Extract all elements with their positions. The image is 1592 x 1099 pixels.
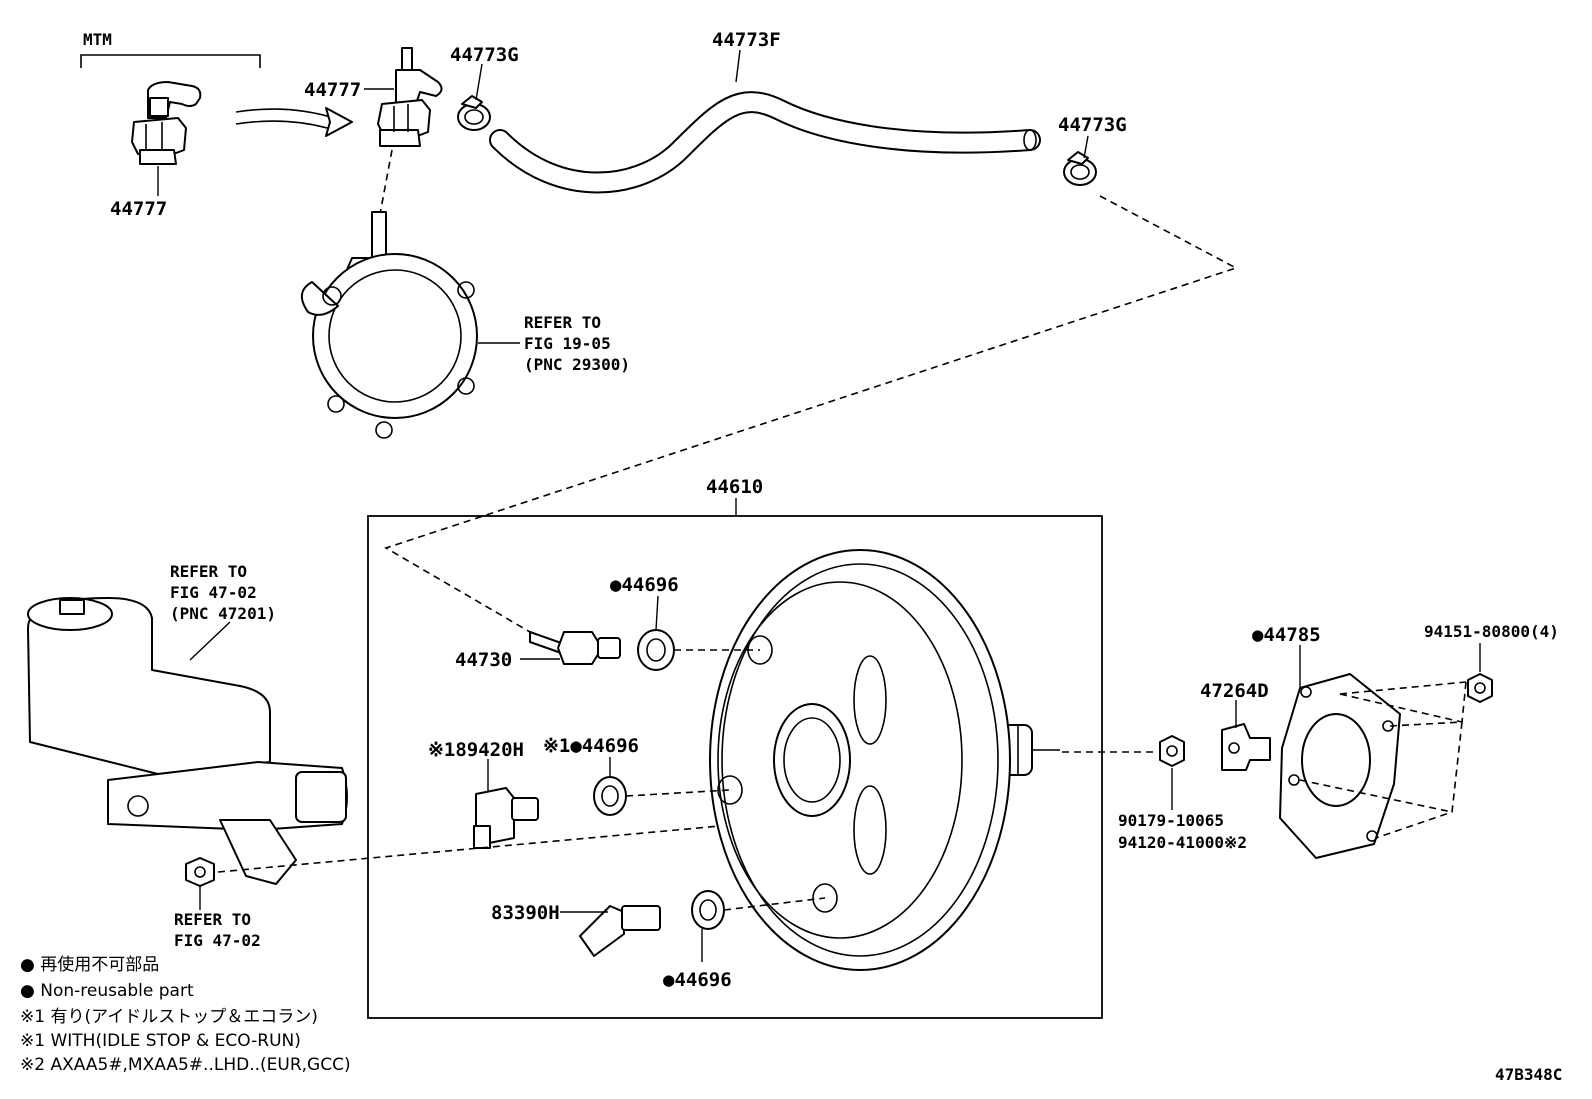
union-44730[interactable]: [529, 631, 621, 665]
hose-clamp-44773g-left[interactable]: [457, 95, 491, 131]
check-valve-44777-top[interactable]: [377, 47, 443, 147]
legend-line1: ● 再使用不可部品: [20, 954, 159, 975]
nut-94151-80800[interactable]: [1467, 673, 1493, 703]
vacuum-pump[interactable]: [301, 211, 520, 439]
label-44696-middle: ※1●44696: [543, 735, 639, 757]
label-44773f: 44773F: [712, 29, 781, 51]
refer1-line2[interactable]: FIG 19-05: [524, 334, 611, 353]
grommet-44696-lower[interactable]: [691, 890, 725, 930]
grommet-44696-middle[interactable]: [593, 776, 627, 816]
label-94151-80800: 94151-80800(4): [1424, 622, 1559, 641]
legend-line4: ※1 WITH(IDLE STOP & ECO-RUN): [20, 1031, 301, 1051]
legend-line5: ※2 AXAA5#,MXAA5#..LHD..(EUR,GCC): [20, 1055, 351, 1075]
label-90179-10065: 90179-10065: [1118, 811, 1224, 830]
refer2-line2[interactable]: FIG 47-02: [170, 583, 257, 602]
legend-line2: ● Non-reusable part: [20, 981, 194, 1001]
legend-line3: ※1 有り(アイドルストップ＆エコラン): [20, 1007, 318, 1027]
mtm-label: MTM: [83, 30, 112, 49]
booster-assembly-box: [367, 515, 1103, 1019]
master-cylinder-reservoir[interactable]: [27, 597, 348, 885]
refer1-line3[interactable]: (PNC 29300): [524, 355, 630, 374]
label-89420h: ※189420H: [428, 739, 524, 761]
replacement-arrow: [235, 107, 353, 137]
label-44730: 44730: [455, 649, 512, 671]
nut-master-cylinder[interactable]: [185, 857, 215, 887]
nut-90179-10065[interactable]: [1159, 735, 1185, 767]
brake-booster[interactable]: [709, 549, 1060, 971]
legend: ● 再使用不可部品 ● Non-reusable part ※1 有り(アイドル…: [20, 954, 351, 1075]
refer2-line1[interactable]: REFER TO: [170, 562, 247, 581]
mtm-group: MTM: [80, 30, 261, 68]
refer1-line1[interactable]: REFER TO: [524, 313, 601, 332]
label-44785: ●44785: [1252, 624, 1321, 646]
vacuum-hose-44773f[interactable]: [489, 91, 1041, 194]
refer3-line2[interactable]: FIG 47-02: [174, 931, 261, 950]
label-83390h: 83390H: [491, 902, 560, 924]
label-44773g-left: 44773G: [450, 44, 519, 66]
label-47264d: 47264D: [1200, 680, 1269, 702]
refer2-line3[interactable]: (PNC 47201): [170, 604, 276, 623]
figure-code: 47B348C: [1495, 1065, 1562, 1084]
label-44696-lower: ●44696: [663, 969, 732, 991]
bracket-47264d[interactable]: [1221, 723, 1271, 771]
check-valve-44777-left[interactable]: [131, 81, 202, 196]
label-94120-41000: 94120-41000※2: [1118, 833, 1247, 852]
label-44696-upper: ●44696: [610, 574, 679, 596]
label-44777-left: 44777: [110, 198, 167, 220]
gasket-44785[interactable]: [1279, 673, 1401, 859]
hose-clamp-44773g-right[interactable]: [1063, 151, 1097, 186]
label-44610: 44610: [706, 476, 763, 498]
label-44773g-right: 44773G: [1058, 114, 1127, 136]
sensor-83390h[interactable]: [579, 905, 661, 957]
grommet-44696-upper[interactable]: [637, 629, 675, 671]
pressure-sensor-89420h[interactable]: [473, 787, 539, 849]
label-44777-top: 44777: [304, 79, 361, 101]
refer3-line1[interactable]: REFER TO: [174, 910, 251, 929]
